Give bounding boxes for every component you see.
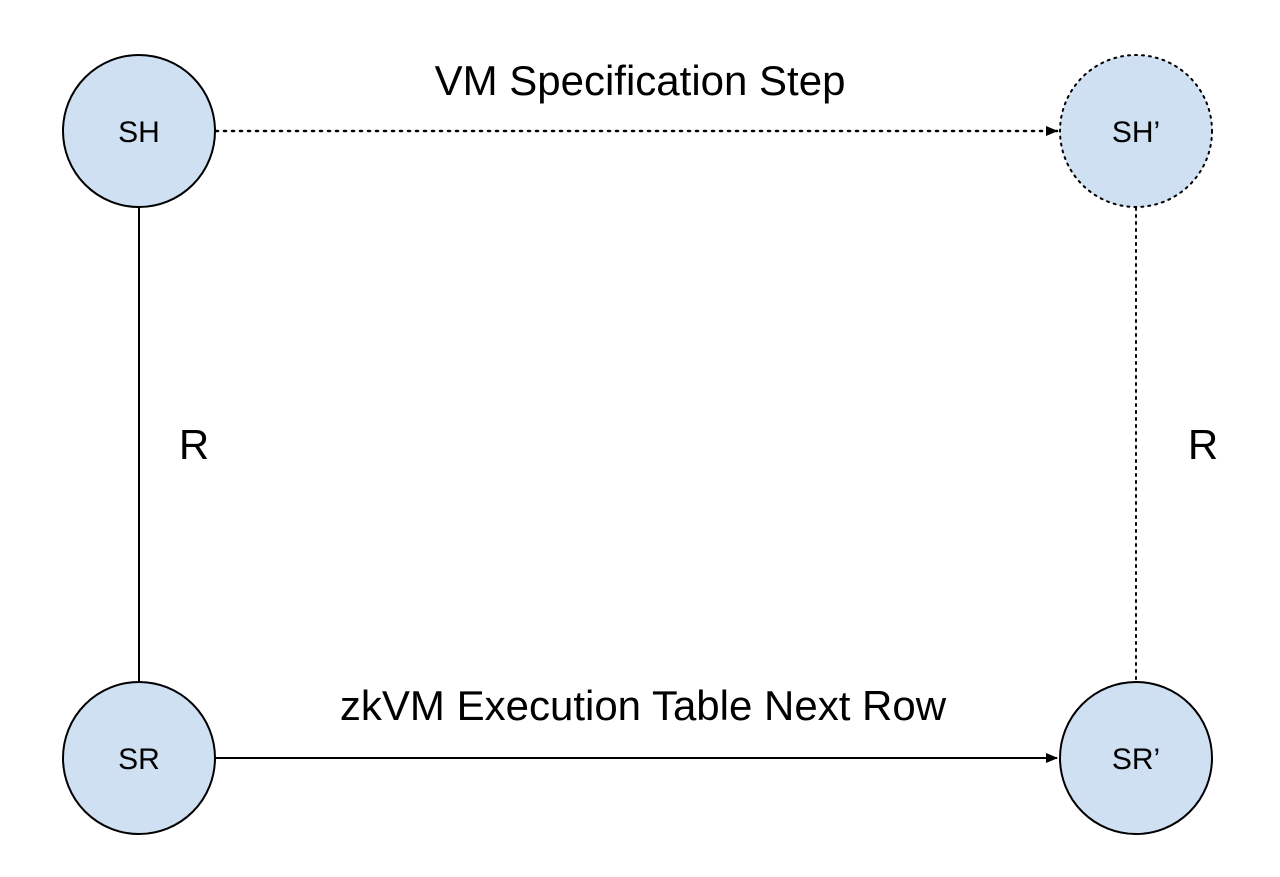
node-sh-circle [62,54,216,208]
node-sr-label: SR [118,743,160,776]
node-sr-prime-label: SR’ [1112,743,1160,776]
relation-right-label: R [1188,421,1218,468]
vm-step-label: VM Specification Step [435,57,846,104]
node-sh: SH [62,54,216,208]
relation-left-label: R [179,421,209,468]
node-sr-prime: SR’ [1059,681,1213,835]
node-sr-prime-circle [1059,681,1213,835]
node-sr-circle [62,681,216,835]
node-sh-prime: SH’ [1059,54,1213,208]
zkvm-next-row-label: zkVM Execution Table Next Row [340,682,947,729]
node-sh-prime-label: SH’ [1112,116,1160,149]
node-sr: SR [62,681,216,835]
node-sh-label: SH [118,116,160,149]
node-sh-prime-circle [1059,54,1213,208]
